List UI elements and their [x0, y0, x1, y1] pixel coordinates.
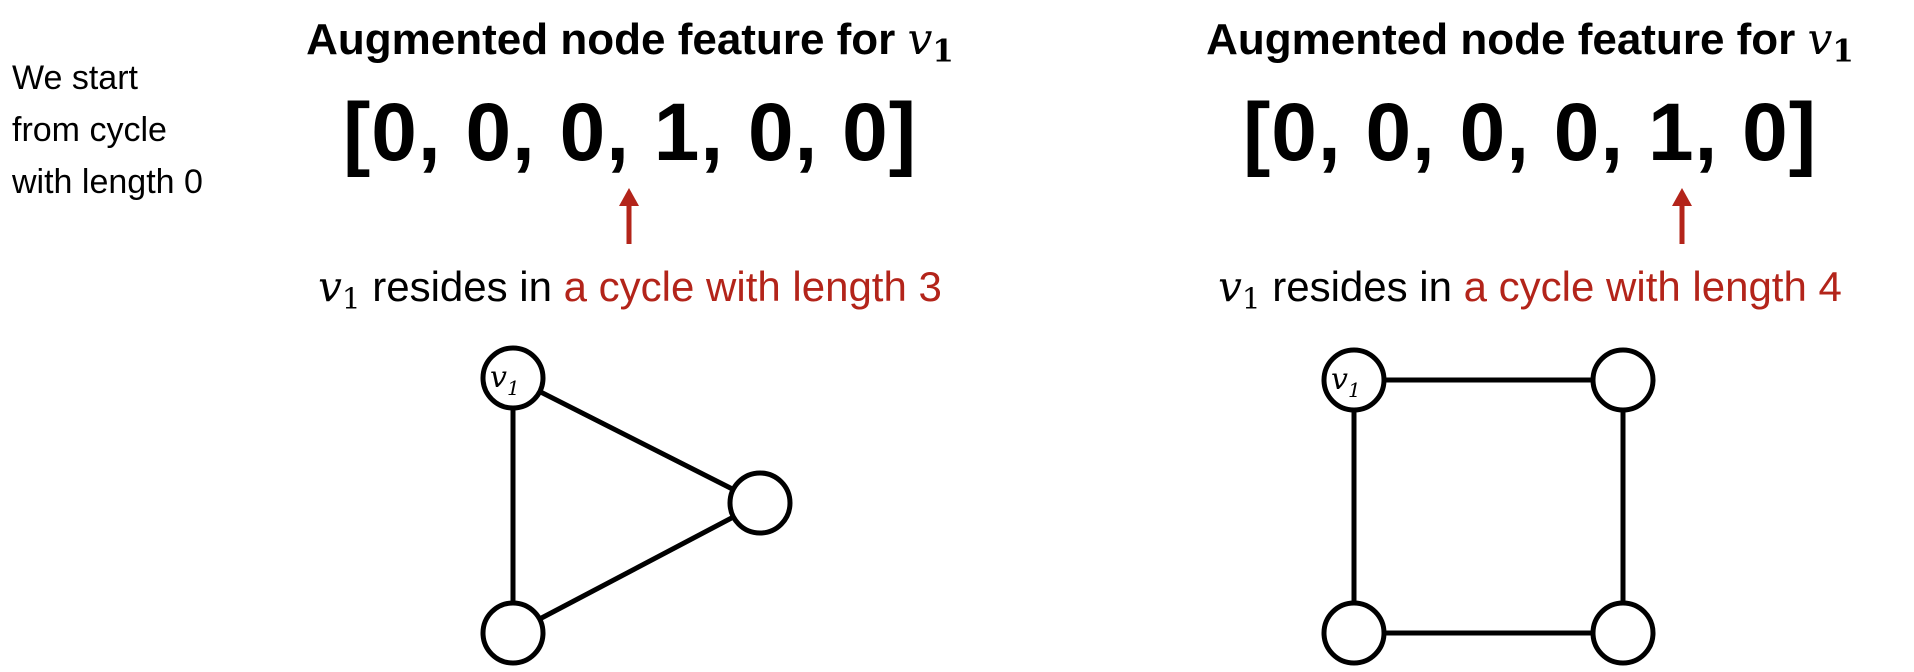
caption-highlight: a cycle with length 4 — [1463, 263, 1842, 310]
panel-cycle-3: Augmented node feature for v1 [0, 0, 0, … — [200, 0, 1060, 672]
triangle-graph: v1 — [480, 345, 793, 666]
feature-vector: [0, 0, 0, 1, 0, 0] — [342, 87, 918, 178]
start-note-line-3: with length 0 — [12, 163, 203, 201]
panel-cycle-4: Augmented node feature for v1 [0, 0, 0, … — [1100, 0, 1914, 672]
square-graph: v1 — [1321, 347, 1656, 666]
node-v1 — [480, 345, 546, 411]
up-arrow-icon — [619, 188, 639, 244]
feature-vector: [0, 0, 0, 0, 1, 0] — [1242, 87, 1818, 178]
node-v1-label: v1 — [1331, 362, 1361, 402]
node-bottom-left — [1321, 600, 1387, 666]
node-v1 — [1321, 347, 1387, 413]
start-note-line-1: We start — [12, 59, 138, 97]
start-note: We start from cycle with length 0 — [12, 52, 252, 208]
node-top-right — [1590, 347, 1656, 413]
caption-var: v1 — [318, 262, 361, 316]
node-right — [727, 470, 793, 536]
caption-middle: resides in — [360, 263, 564, 310]
caption-var: v1 — [1218, 262, 1261, 316]
cycle-caption: v1 resides in a cycle with length 3 — [200, 262, 1060, 315]
panel-title: Augmented node feature for v1 — [200, 14, 1060, 70]
title-text: Augmented node feature for — [306, 15, 908, 64]
edge-bottom-right — [511, 500, 762, 636]
up-arrow-icon — [1672, 188, 1692, 244]
edge-v1-right — [511, 375, 762, 506]
title-var: v1 — [907, 14, 954, 70]
title-text: Augmented node feature for — [1206, 15, 1808, 64]
node-bottom-right — [1590, 600, 1656, 666]
panel-title: Augmented node feature for v1 — [1100, 14, 1914, 70]
cycle-caption: v1 resides in a cycle with length 4 — [1100, 262, 1914, 315]
start-note-line-2: from cycle — [12, 111, 167, 149]
title-var: v1 — [1807, 14, 1854, 70]
caption-highlight: a cycle with length 3 — [563, 263, 942, 310]
caption-middle: resides in — [1260, 263, 1464, 310]
node-v1-label: v1 — [490, 360, 520, 400]
node-bottom — [480, 600, 546, 666]
